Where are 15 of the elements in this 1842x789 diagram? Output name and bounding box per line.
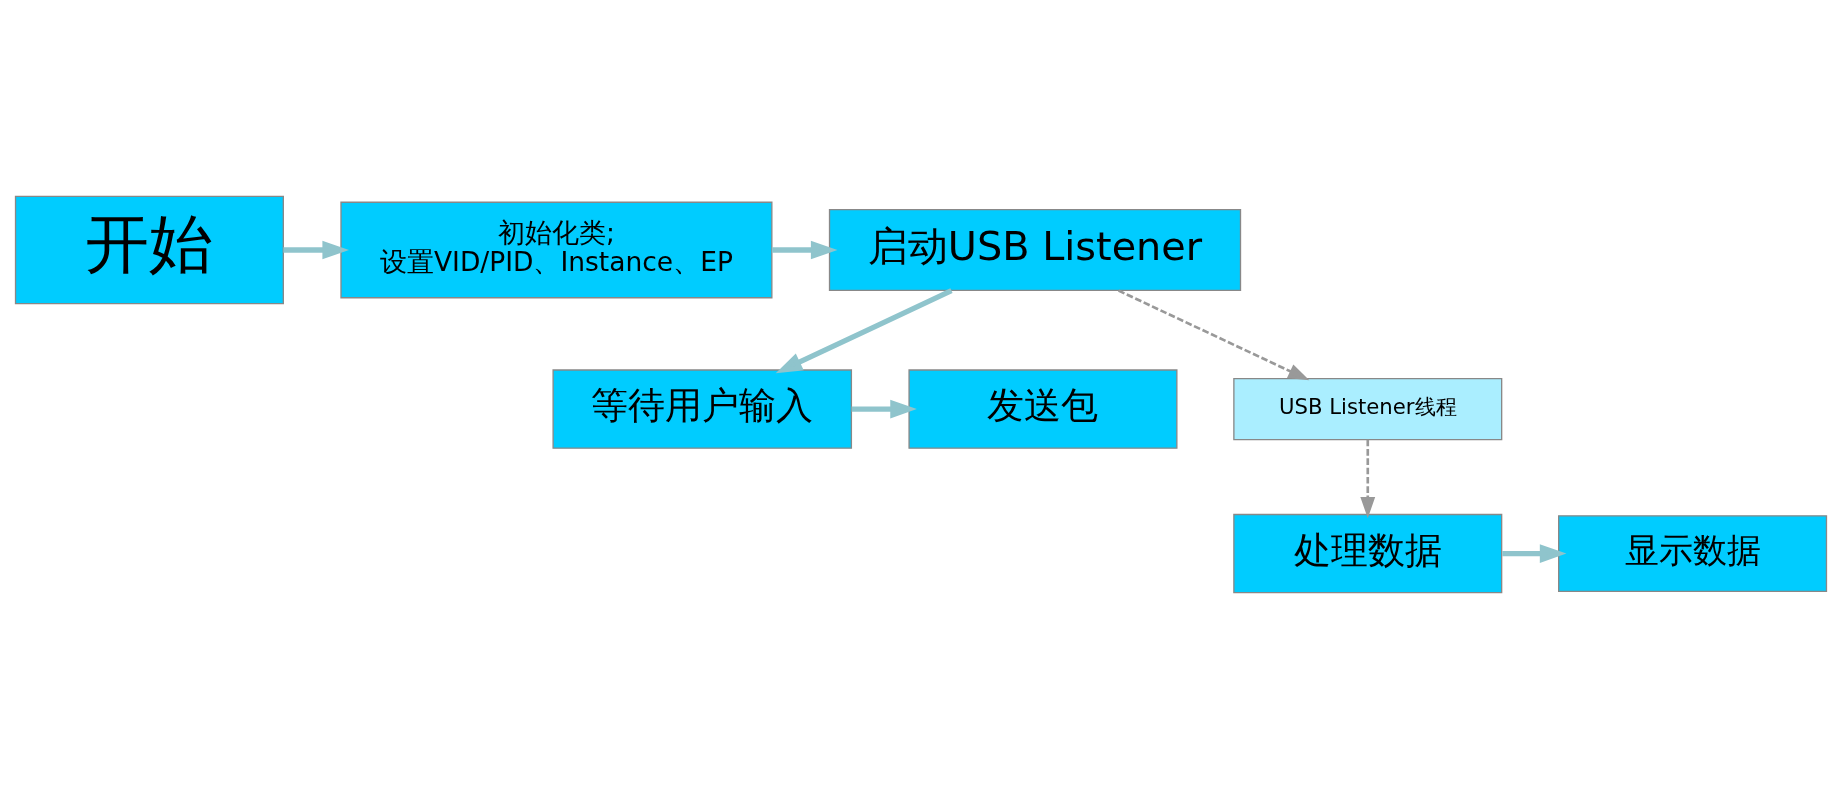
arrow <box>1502 544 1567 563</box>
arrow <box>1118 289 1310 381</box>
node-box: 初始化类; 设置VID/PID、Instance、EP <box>340 201 773 299</box>
arrow <box>775 288 953 374</box>
arrow <box>283 240 349 260</box>
arrow <box>771 240 838 260</box>
node-box: 显示数据 <box>1558 515 1828 593</box>
node-box: 开始 <box>14 195 284 305</box>
arrow <box>1360 439 1376 519</box>
node-box: 等待用户输入 <box>552 369 853 449</box>
node-box: USB Listener线程 <box>1233 377 1503 441</box>
node-box: 发送包 <box>908 369 1178 449</box>
arrow <box>851 399 917 419</box>
node-box: 处理数据 <box>1233 513 1503 594</box>
node-box: 启动USB Listener <box>828 208 1242 292</box>
